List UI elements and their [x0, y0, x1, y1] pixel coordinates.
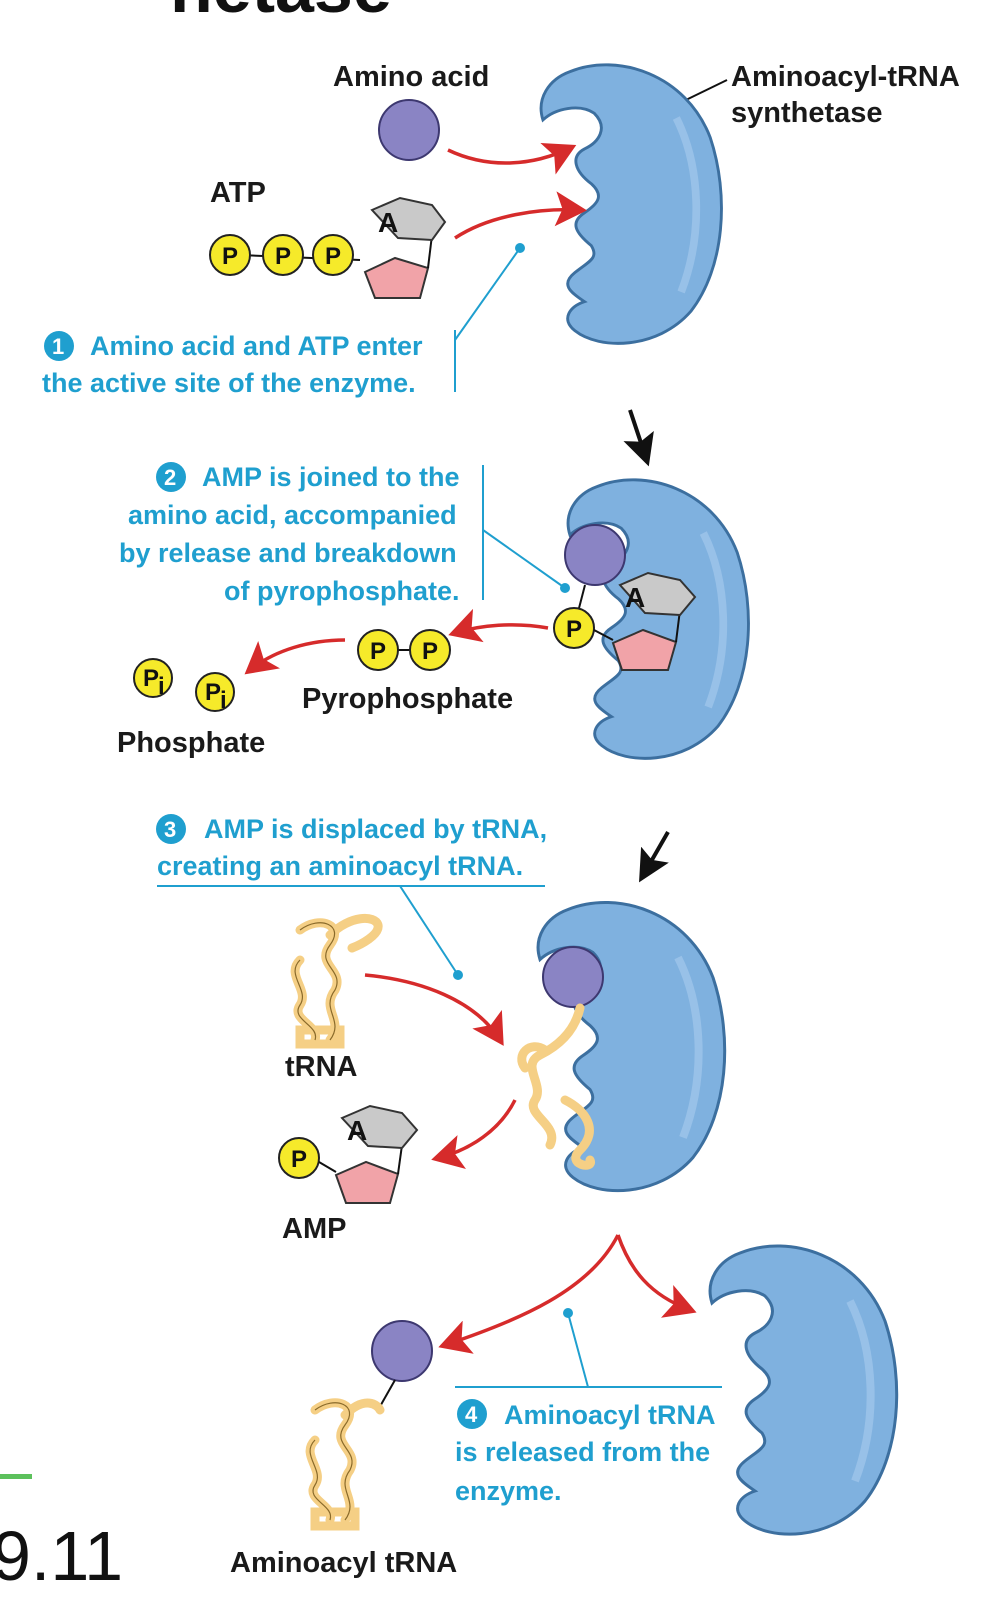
svg-text:P: P: [143, 665, 159, 692]
step-4-badge: [457, 1399, 487, 1429]
flow-arrow-1: [623, 409, 654, 467]
flow-arrow-2: [639, 831, 670, 883]
phosphate-pair: P i P i: [133, 658, 235, 714]
svg-text:P: P: [291, 1146, 307, 1173]
step-1-badge: [44, 331, 74, 361]
phosphate-icon: [209, 234, 251, 276]
amino-acid-2: [564, 524, 626, 586]
svg-text:A: A: [347, 1115, 367, 1146]
step-2-text-line4: of pyrophosphate.: [224, 576, 460, 606]
panel-4: Aminoacyl tRNA 4 Aminoacyl tRNA is relea…: [230, 1234, 897, 1579]
svg-text:P: P: [205, 679, 221, 706]
amino-acid-label: Amino acid: [333, 61, 489, 93]
step-3-text-line2: creating an aminoacyl tRNA.: [157, 851, 523, 881]
pyrophosphate-label: Pyrophosphate: [302, 683, 513, 715]
amp-label: AMP: [282, 1213, 346, 1245]
step-3-text-line1: AMP is displaced by tRNA,: [204, 814, 547, 844]
amp-release-arrow: [431, 1099, 517, 1170]
svg-text:4: 4: [465, 1402, 478, 1427]
step-4-text-line3: enzyme.: [455, 1476, 562, 1506]
released-trna: [305, 1398, 385, 1531]
step-1-text-line2: the active site of the enzyme.: [42, 368, 416, 398]
inorganic-phosphate-icon: [195, 672, 235, 712]
amino-acid-4: [371, 1320, 433, 1382]
adenine-icon: [370, 196, 447, 242]
phosphate-label: Phosphate: [117, 727, 265, 759]
phosphate-icon: [278, 1137, 320, 1179]
trna-outline: [294, 922, 338, 1041]
figure-number: 9.11: [0, 1517, 123, 1595]
pyrophosphate-release-arrow: [448, 608, 549, 643]
svg-text:P: P: [566, 616, 582, 643]
phosphate-breakdown-arrow: [244, 638, 346, 675]
step-4-text-line2: is released from the: [455, 1437, 710, 1467]
phosphate-icon: [357, 629, 399, 671]
phosphate-icon: [262, 234, 304, 276]
svg-text:A: A: [378, 207, 398, 238]
adenine-icon: [618, 571, 697, 617]
ribose-icon: [611, 628, 678, 671]
trna-label: tRNA: [285, 1051, 358, 1083]
svg-text:A: A: [625, 582, 645, 613]
adenine-icon: [340, 1104, 419, 1150]
enzyme-label-line2: synthetase: [731, 97, 883, 129]
atp-molecule: P P P A: [209, 196, 447, 299]
trna-enter-arrow: [364, 973, 504, 1046]
svg-text:P: P: [422, 638, 438, 665]
enzyme-label-line1: Aminoacyl-tRNA: [731, 61, 960, 93]
ribose-icon: [334, 1160, 400, 1204]
svg-text:P: P: [325, 243, 341, 270]
svg-text:P: P: [222, 243, 238, 270]
enzyme-4: [710, 1246, 897, 1534]
pyrophosphate-molecule: P P: [357, 629, 451, 671]
panel-1: Amino acid Aminoacyl-tRNA synthetase ATP…: [42, 61, 960, 398]
step-2-text-line3: by release and breakdown: [119, 538, 457, 568]
step-2-text-line1: AMP is joined to the: [202, 462, 460, 492]
step-3-badge: [156, 814, 186, 844]
svg-text:3: 3: [164, 817, 176, 842]
svg-text:2: 2: [164, 465, 176, 490]
step-4-text-line1: Aminoacyl tRNA: [504, 1400, 716, 1430]
svg-text:1: 1: [52, 334, 64, 359]
amino-acid-enter-arrow: [447, 142, 577, 175]
atp-label: ATP: [210, 177, 266, 209]
amp-molecule: P A: [278, 1104, 419, 1204]
page-title-fragment: hetase: [170, 0, 392, 27]
amino-acid-3: [542, 946, 604, 1008]
phosphate-icon: [409, 629, 451, 671]
phosphate-icon: [312, 234, 354, 276]
svg-text:P: P: [275, 243, 291, 270]
enzyme-1: [541, 65, 721, 344]
aminoacyl-trna-label: Aminoacyl tRNA: [230, 1547, 457, 1579]
figure-accent-bar: [0, 1474, 32, 1479]
phosphate-icon: [553, 607, 595, 649]
ribose-icon: [363, 256, 430, 299]
release-arrow-left: [438, 1234, 620, 1354]
bound-trna: [517, 1003, 595, 1170]
svg-text:i: i: [220, 687, 227, 714]
svg-text:i: i: [158, 673, 165, 700]
atp-enter-arrow: [454, 191, 587, 240]
amino-acid-1: [378, 99, 440, 161]
enzyme-3: [538, 903, 725, 1191]
panel-3: 3 AMP is displaced by tRNA, creating an …: [156, 814, 725, 1245]
step-1-text-line1: Amino acid and ATP enter: [90, 331, 423, 361]
released-trna-outline: [309, 1402, 353, 1521]
step-2-badge: [156, 462, 186, 492]
inorganic-phosphate-icon: [133, 658, 173, 698]
panel-2: P A 2 AMP is joined to the amino acid, a…: [117, 462, 748, 759]
step-2-text-line2: amino acid, accompanied: [128, 500, 457, 530]
release-arrow-right: [616, 1234, 697, 1318]
svg-text:P: P: [370, 638, 386, 665]
enzyme-2: [568, 480, 748, 759]
